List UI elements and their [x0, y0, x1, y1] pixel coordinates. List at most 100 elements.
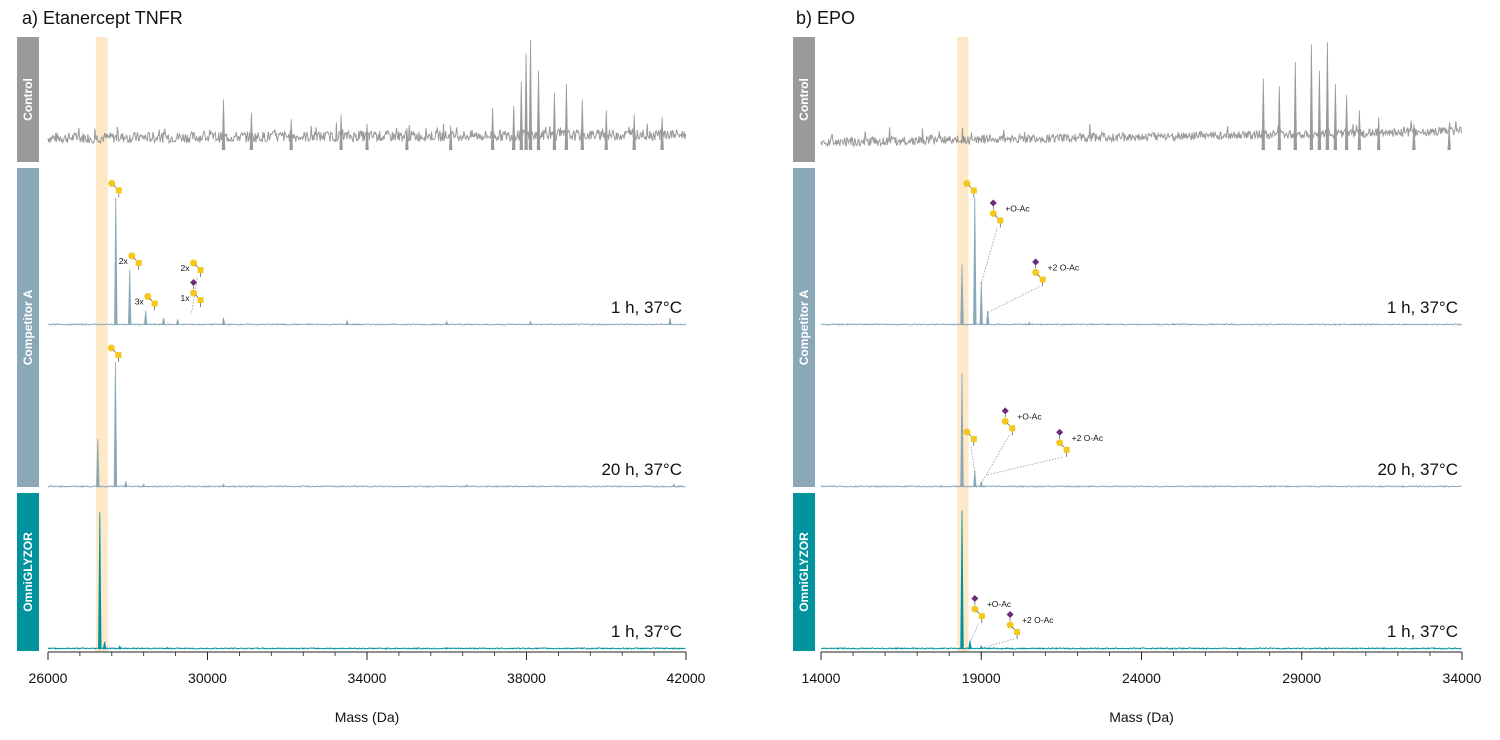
- spectrum-peak: [449, 125, 453, 151]
- x-tick-label: 19000: [962, 670, 1001, 686]
- condition-label: 1 h, 37°C: [1387, 298, 1458, 317]
- condition-label: 20 h, 37°C: [1377, 460, 1458, 479]
- row-label-box: [793, 168, 815, 487]
- galactose-icon: [190, 289, 198, 297]
- row-label: Control: [797, 78, 811, 121]
- condition-label: 1 h, 37°C: [611, 622, 682, 641]
- spectrum-peak: [979, 281, 983, 326]
- spectrum-peak: [519, 81, 523, 151]
- sialic-acid-icon: [1001, 407, 1009, 415]
- leader-line: [980, 435, 1010, 484]
- spectrum-peak: [1344, 94, 1349, 151]
- spectrum-peak: [660, 116, 664, 151]
- condition-label: 20 h, 37°C: [601, 460, 682, 479]
- galactose-icon: [1056, 439, 1064, 447]
- galnac-icon: [970, 187, 977, 194]
- glycan-count-label: 2x: [181, 263, 191, 273]
- galactose-icon: [1006, 621, 1014, 629]
- x-tick-label: 38000: [507, 670, 546, 686]
- glycan-annotation: 2x: [119, 252, 142, 270]
- sialic-acid-icon: [190, 279, 198, 286]
- sialic-acid-icon: [989, 199, 997, 207]
- spectrum-peak: [1317, 70, 1322, 151]
- spectrum-peak: [405, 127, 409, 151]
- spectrum-peak: [672, 483, 676, 488]
- spectrum-baseline: [820, 646, 1462, 650]
- spectrum-peak: [144, 310, 148, 326]
- condition-label: 1 h, 37°C: [611, 298, 682, 317]
- glycan-modification-label: +O-Ac: [1005, 204, 1030, 214]
- glycan-annotation: 3x: [135, 293, 158, 311]
- spectrum-peak: [118, 645, 122, 650]
- x-tick-label: 29000: [1282, 670, 1321, 686]
- galnac-icon: [151, 300, 158, 307]
- spectrum-peak: [580, 99, 584, 151]
- row-label-box: [17, 168, 39, 487]
- glycan-annotation: 2x: [181, 259, 204, 313]
- condition-label: 1 h, 37°C: [1387, 622, 1458, 641]
- leader-line: [970, 445, 976, 473]
- spectrum-peak: [512, 105, 516, 151]
- spectrum-peak: [960, 510, 964, 650]
- glycan-annotation: +O-Ac: [980, 407, 1042, 484]
- spectrum-peak: [249, 112, 254, 151]
- row-label-box: [17, 37, 39, 162]
- spectrum-baseline: [48, 484, 686, 488]
- spectrum-peak: [1309, 44, 1314, 151]
- glycan-annotation: +2 O-Ac: [981, 611, 1054, 649]
- sialic-acid-icon: [971, 595, 979, 602]
- spectrum-peak: [221, 99, 226, 151]
- galnac-icon: [978, 613, 985, 619]
- spectrum-peak: [1027, 321, 1031, 326]
- galactose-icon: [963, 428, 971, 436]
- spectrum-baseline: [820, 484, 1462, 488]
- spectrum-peak: [102, 641, 107, 650]
- spectrum-peak: [128, 269, 132, 326]
- spectrum-peak: [536, 70, 541, 151]
- x-axis-label: Mass (Da): [1109, 709, 1174, 725]
- glycan-annotation: [963, 179, 977, 198]
- spectrum-peak: [1277, 86, 1281, 151]
- spectrum-peak: [98, 512, 102, 650]
- x-tick-label: 42000: [667, 670, 706, 686]
- galnac-icon: [1009, 425, 1016, 432]
- galnac-icon: [997, 217, 1004, 224]
- glycan-annotation: +2 O-Ac: [987, 258, 1080, 313]
- galnac-icon: [115, 187, 122, 194]
- spectrum-baseline: [48, 647, 686, 650]
- spectrum-peak: [1357, 110, 1362, 151]
- highlight-band: [95, 37, 108, 652]
- galactose-icon: [989, 210, 997, 217]
- spectrum-peak: [960, 373, 964, 488]
- row-label: Control: [21, 78, 35, 121]
- glycan-annotation: 1x: [181, 279, 204, 307]
- row-label-box: [793, 37, 815, 162]
- galactose-icon: [107, 344, 115, 352]
- glycan-modification-label: +2 O-Ac: [1072, 433, 1104, 443]
- galnac-icon: [1063, 446, 1070, 453]
- sialic-acid-icon: [1056, 428, 1064, 436]
- galactose-icon: [144, 293, 152, 300]
- spectrum-peak: [445, 647, 449, 650]
- spectrum-peak: [161, 317, 166, 326]
- glycan-modification-label: +O-Ac: [987, 599, 1012, 609]
- spectrum-peak: [289, 119, 293, 151]
- glycan-annotation: [963, 428, 977, 473]
- galnac-icon: [197, 267, 204, 273]
- galnac-icon: [115, 352, 122, 359]
- spectrum-peak: [552, 92, 557, 151]
- leader-line: [981, 638, 1015, 649]
- spectrum-peak: [1333, 83, 1338, 151]
- row-label: Competitor A: [797, 289, 811, 365]
- glycan-annotation: [107, 344, 122, 363]
- spectrum-peak: [465, 484, 469, 488]
- x-tick-label: 34000: [348, 670, 387, 686]
- spectrum-peak: [96, 438, 100, 488]
- galactose-icon: [108, 179, 116, 187]
- glycan-modification-label: +O-Ac: [1017, 411, 1042, 421]
- glycan-count-label: 3x: [135, 297, 145, 307]
- spectrum-peak: [1293, 61, 1297, 151]
- spectrum-peak: [979, 481, 983, 488]
